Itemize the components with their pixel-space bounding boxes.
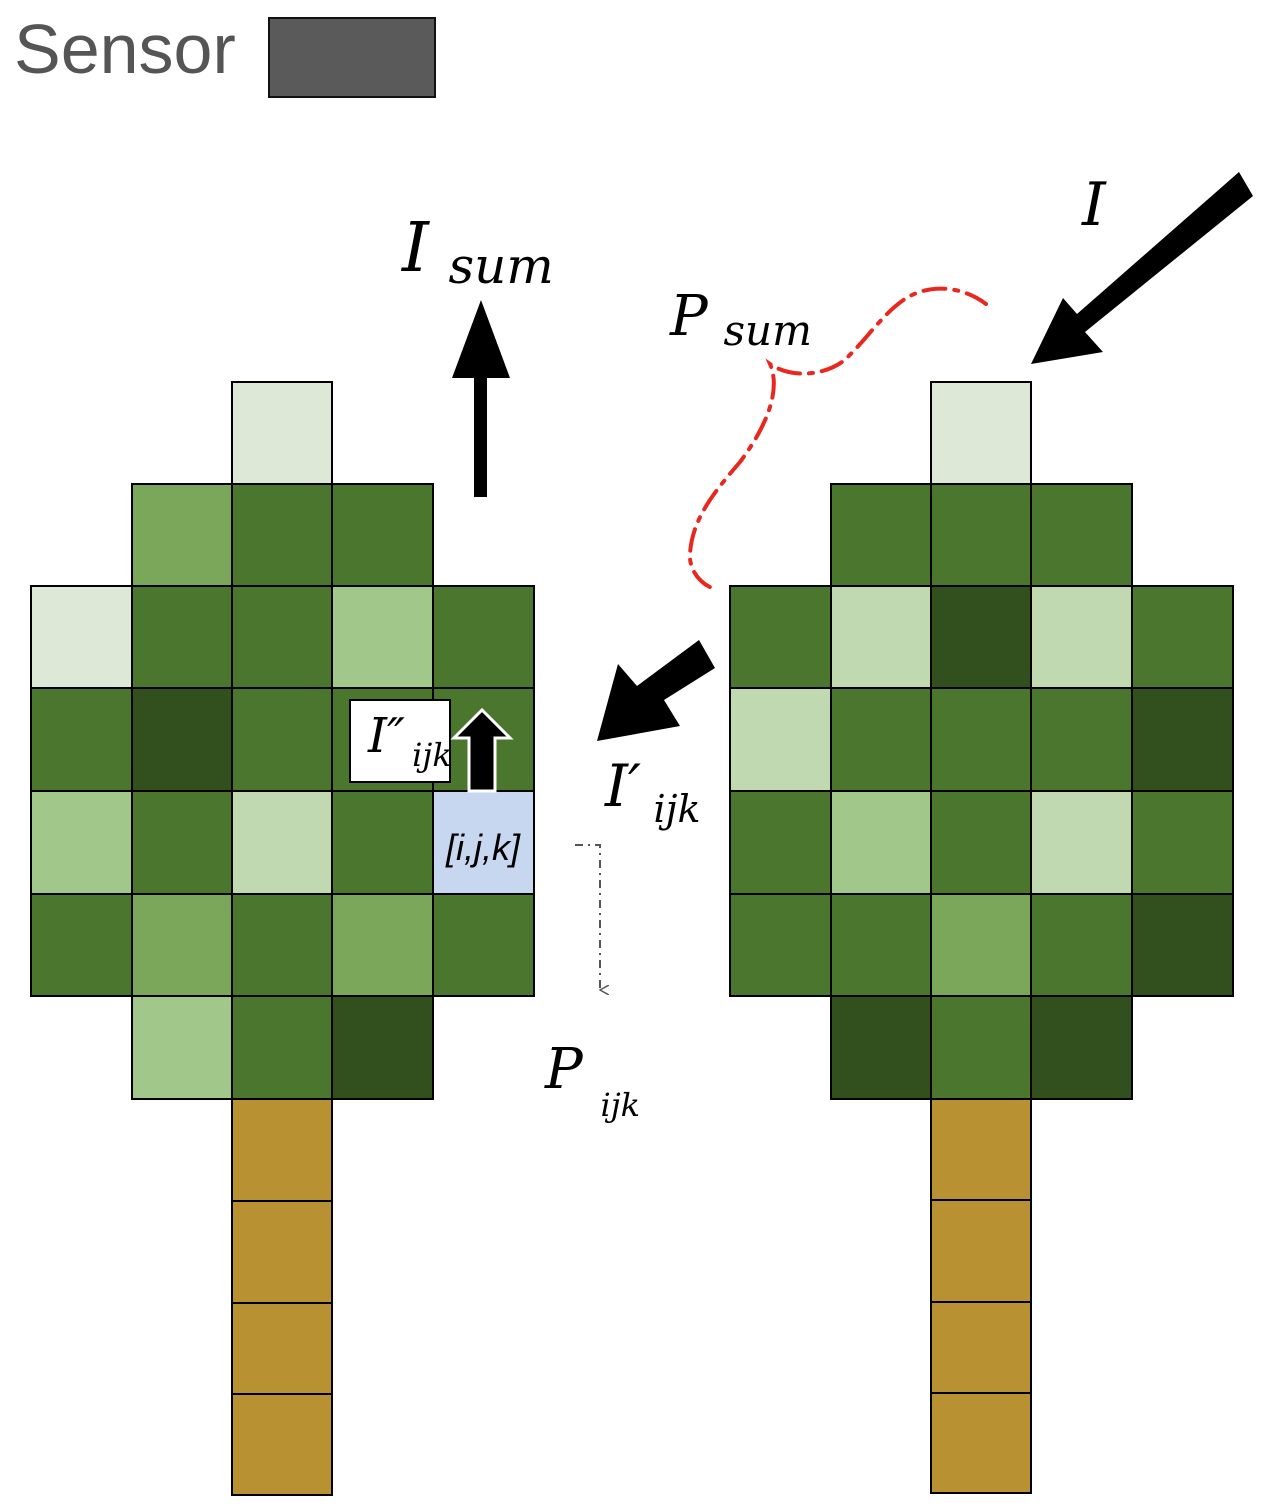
voxel [830,893,932,997]
voxel [930,790,1032,895]
voxel-incoming-light-arrow [597,640,715,741]
voxel [331,585,434,689]
summed-light-symbol: I [400,209,430,288]
voxel [231,893,333,997]
voxel [231,790,333,895]
voxel-outgoing-light-label: I″ ijk [367,708,452,774]
voxel [930,381,1032,485]
trunk-voxel [231,1098,333,1202]
voxel [1131,687,1234,792]
voxel [331,483,434,587]
summed-light-subscript: sum [449,237,554,295]
voxel [1131,893,1234,997]
sum-path-label: P sum [669,284,812,355]
trunk-voxel [930,1392,1032,1494]
voxel [930,483,1032,587]
sum-path-subscript: sum [724,306,812,355]
voxel [30,893,133,997]
voxel [131,995,233,1100]
voxel [30,687,133,792]
voxel [930,995,1032,1100]
voxel [729,790,832,895]
voxel-incoming-light-label: I′ ijk [604,752,701,831]
trunk-voxel [231,1302,333,1395]
voxel [432,585,535,689]
trunk-voxel [930,1301,1032,1394]
voxel [930,893,1032,997]
voxel [30,790,133,895]
voxel [131,585,233,689]
voxel [1131,790,1234,895]
voxel [432,893,535,997]
voxel [131,790,233,895]
voxel-incoming-light-subscript: ijk [654,787,701,831]
voxel-outgoing-light-subscript: ijk [412,736,452,774]
summed-light-arrow [452,300,510,497]
voxel [1030,893,1133,997]
voxel [131,893,233,997]
incident-light-symbol: I [1081,170,1107,240]
incident-light-label: I [1081,170,1107,240]
voxel [331,893,434,997]
sensor-legend-label: Sensor [14,10,236,88]
voxel [331,790,434,895]
voxel [331,995,434,1100]
sensor-legend-swatch [268,17,436,98]
trunk-voxel [930,1098,1032,1201]
voxel-incoming-light-symbol: I′ [604,752,641,820]
voxel [1030,687,1133,792]
voxel [830,687,932,792]
voxel [830,483,932,587]
trunk-voxel [231,1393,333,1496]
voxel [1131,585,1234,689]
selected-voxel-index: [i,j,k] [445,827,521,868]
trunk-voxel [930,1199,1032,1303]
voxel [930,687,1032,792]
voxel [231,381,333,485]
voxel [1030,585,1133,689]
right-tree [729,381,1234,1494]
voxel [131,483,233,587]
voxel [729,687,832,792]
voxel [830,995,932,1100]
voxel [1030,483,1133,587]
summed-light-label: I sum [400,209,554,295]
voxel [830,790,932,895]
voxel-path-symbol: P [544,1037,584,1102]
sum-path-symbol: P [669,284,709,349]
voxel [1030,790,1133,895]
voxel [830,585,932,689]
voxel [231,687,333,792]
incident-light-arrow [1031,172,1253,364]
sum-path-line [687,286,988,590]
voxel-outgoing-light-symbol: I″ [367,708,405,764]
left-tree [30,381,535,1496]
voxel-path-subscript: ijk [601,1086,641,1124]
voxel [729,893,832,997]
voxel-path-label: P ijk [544,1037,640,1124]
voxel [930,585,1032,689]
voxel [30,585,133,689]
voxel-path-line [575,844,600,990]
voxel [1030,995,1133,1100]
voxel [231,483,333,587]
voxel [231,995,333,1100]
voxel [131,687,233,792]
voxel-outgoing-light-label-box [349,699,451,783]
trunk-voxel [231,1200,333,1304]
voxel [231,585,333,689]
voxel [729,585,832,689]
voxel-outgoing-light-arrow [450,707,514,793]
